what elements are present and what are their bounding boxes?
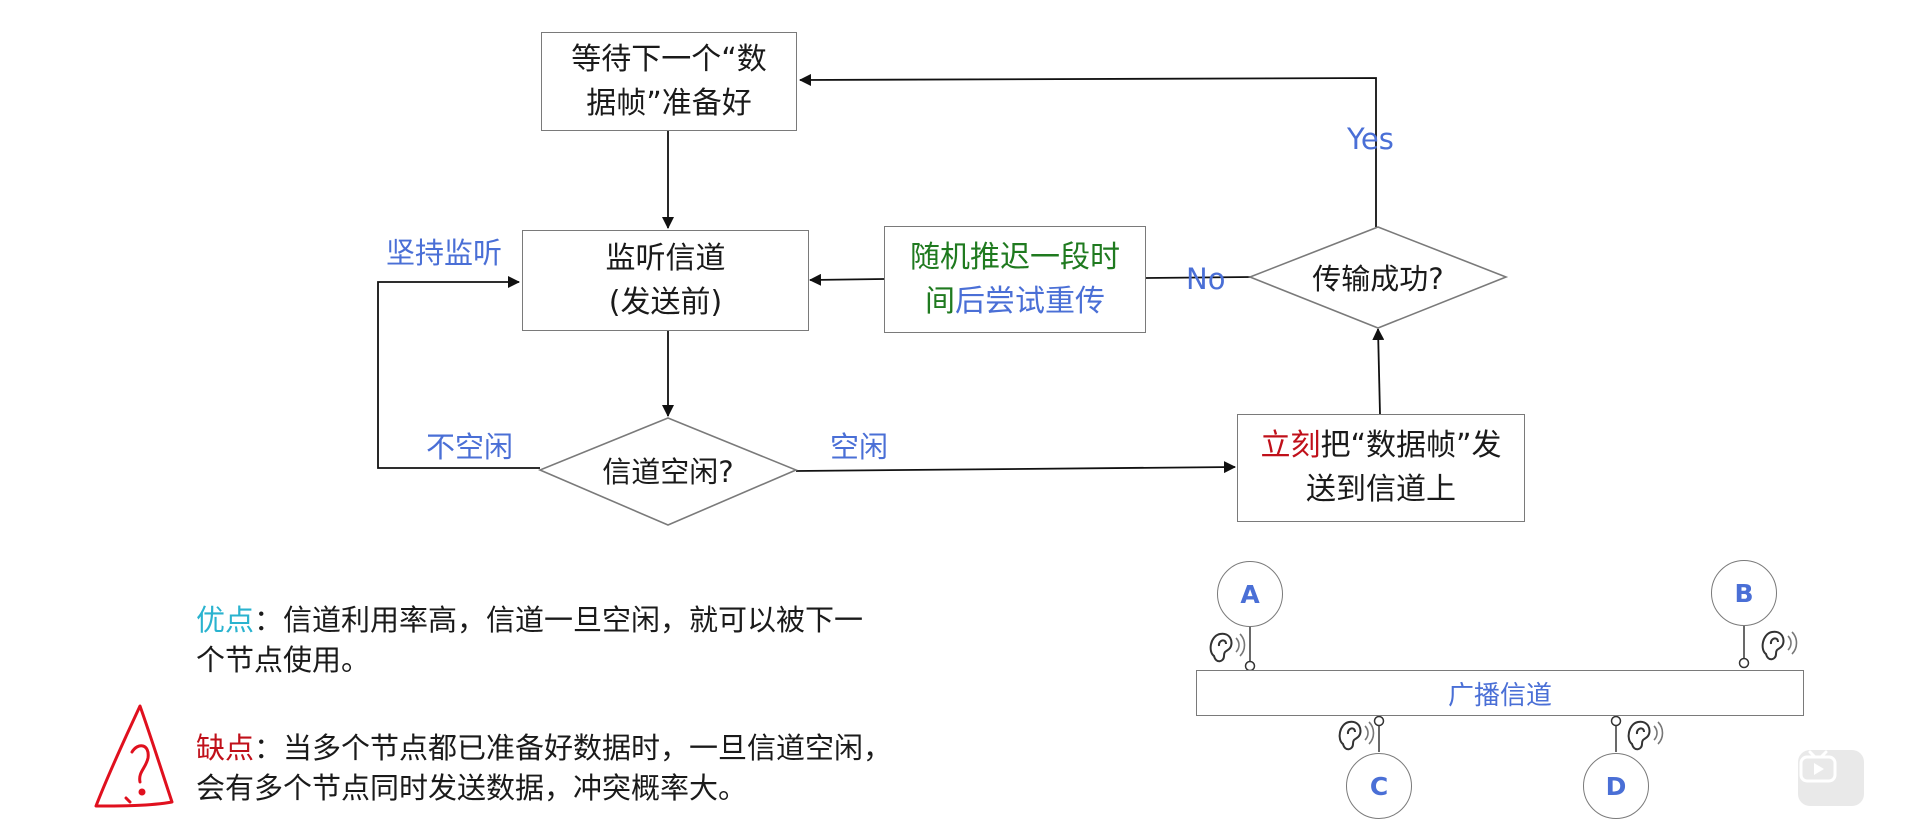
wait-box-line2: 据帧”准备好	[586, 85, 752, 121]
arrow-not-idle-loop	[377, 276, 540, 469]
broadcast-channel-label: 广播信道	[1447, 680, 1552, 711]
node-c: C	[1346, 753, 1412, 819]
disadvantages-paragraph: 缺点：当多个节点都已准备好数据时，一旦信道空闲， 会有多个节点同时发送数据，冲突…	[196, 728, 1076, 808]
node-d: D	[1583, 753, 1649, 819]
persist-listen-label: 坚持监听	[386, 236, 503, 270]
advantages-heading: 优点	[196, 603, 255, 637]
node-a: A	[1217, 561, 1283, 627]
node-b: B	[1711, 560, 1777, 626]
disadvantages-line2: 会有多个节点同时发送数据，冲突概率大。	[196, 771, 748, 805]
disadvantages-sep: ：	[254, 731, 284, 765]
not-idle-label: 不空闲	[426, 430, 514, 464]
ear-icon	[1761, 630, 1798, 661]
play-icon	[1799, 750, 1837, 783]
success-diamond-shape	[1247, 226, 1509, 329]
wait-box-line1: 等待下一个“数	[571, 41, 767, 77]
idle-label: 空闲	[830, 430, 889, 464]
send-line1-red: 立刻	[1260, 428, 1321, 463]
broadcast-channel-bar: 广播信道	[1196, 670, 1804, 716]
backoff-line1: 随机推迟一段时	[910, 239, 1120, 275]
arrow-backoff-to-listen	[809, 273, 885, 286]
disadvantages-heading: 缺点	[196, 731, 255, 765]
idle-diamond-shape	[537, 417, 799, 526]
video-player-icon[interactable]	[1798, 750, 1864, 806]
hand-drawn-question-warning-icon	[94, 704, 174, 808]
arrow-yes-to-wait	[799, 73, 1377, 227]
listen-box-line2: (发送前)	[608, 284, 723, 320]
ear-icon	[1209, 632, 1246, 663]
random-backoff-box: 随机推迟一段时 间后尝试重传	[884, 226, 1146, 333]
disadvantages-line1: 当多个节点都已准备好数据时，一旦信道空闲，	[283, 731, 893, 765]
ear-icon	[1627, 720, 1664, 751]
arrow-idle-to-send	[795, 461, 1236, 474]
arrow-send-to-success	[1372, 328, 1385, 415]
listen-channel-box: 监听信道 (发送前)	[522, 230, 809, 331]
transmit-success-question: 传输成功?	[1312, 262, 1444, 296]
advantages-line1: 信道利用率高，信道一旦空闲，就可以被下一	[283, 603, 864, 637]
channel-idle-question: 信道空闲?	[602, 455, 734, 489]
advantages-sep: ：	[254, 603, 284, 637]
ear-icon	[1338, 720, 1375, 751]
send-line1-rest: 把“数据帧”发	[1320, 428, 1502, 463]
backoff-line2-blue: 后尝试重传	[955, 283, 1105, 319]
advantages-line2: 个节点使用。	[196, 643, 371, 677]
send-line2: 送到信道上	[1306, 472, 1456, 507]
wait-next-frame-box: 等待下一个“数 据帧”准备好	[541, 32, 797, 131]
yes-label: Yes	[1347, 122, 1394, 156]
backoff-line2-green: 间	[925, 283, 955, 319]
listen-box-line1: 监听信道	[605, 240, 726, 276]
advantages-paragraph: 优点：信道利用率高，信道一旦空闲，就可以被下一 个节点使用。	[196, 600, 1056, 680]
no-label: No	[1186, 262, 1226, 296]
send-frame-box: 立刻把“数据帧”发 送到信道上	[1237, 414, 1525, 522]
line-success-to-backoff	[1145, 276, 1253, 279]
